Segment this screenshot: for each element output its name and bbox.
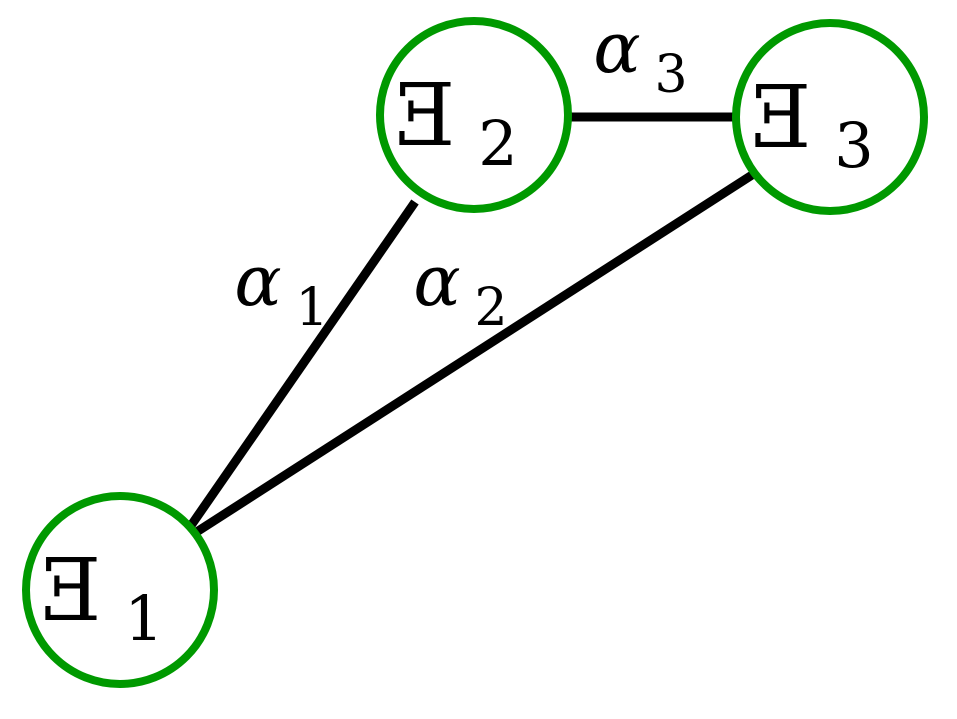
node-g3[interactable]: Ǝ 3 <box>732 19 928 215</box>
node-g2[interactable]: Ǝ 2 <box>376 17 572 213</box>
node-g2-circle[interactable] <box>376 17 572 213</box>
edge-alpha2-line[interactable] <box>192 171 755 537</box>
node-g1[interactable]: Ǝ 1 <box>22 492 218 688</box>
node-g1-circle[interactable] <box>22 492 218 688</box>
edge-label-alpha1: α 1 <box>234 240 328 338</box>
node-g3-circle[interactable] <box>732 19 928 215</box>
node-g2-subscript: 2 <box>478 107 517 180</box>
edge-label-alpha3: α 3 <box>593 7 687 105</box>
edge-alpha1-line[interactable] <box>186 199 419 530</box>
edge-label-alpha1-base: α <box>234 240 281 322</box>
node-layer: Ǝ 1 Ǝ 2 Ǝ 3 <box>22 17 928 688</box>
edge-label-alpha3-base: α <box>593 7 640 89</box>
node-g1-subscript: 1 <box>124 582 163 655</box>
edge-label-layer: α 1 α 2 α 3 <box>234 7 687 338</box>
edge-label-alpha1-subscript: 1 <box>295 278 328 338</box>
edge-label-alpha2-subscript: 2 <box>474 278 507 338</box>
edge-label-alpha2: α 2 <box>413 240 507 338</box>
node-g2-label: Ǝ <box>395 66 458 166</box>
node-g3-label: Ǝ <box>751 68 814 168</box>
node-g3-subscript: 3 <box>834 109 873 182</box>
node-g1-label: Ǝ <box>41 541 104 641</box>
edge-label-alpha3-subscript: 3 <box>654 45 687 105</box>
edge-layer <box>186 112 755 537</box>
edge-label-alpha2-base: α <box>413 240 460 322</box>
